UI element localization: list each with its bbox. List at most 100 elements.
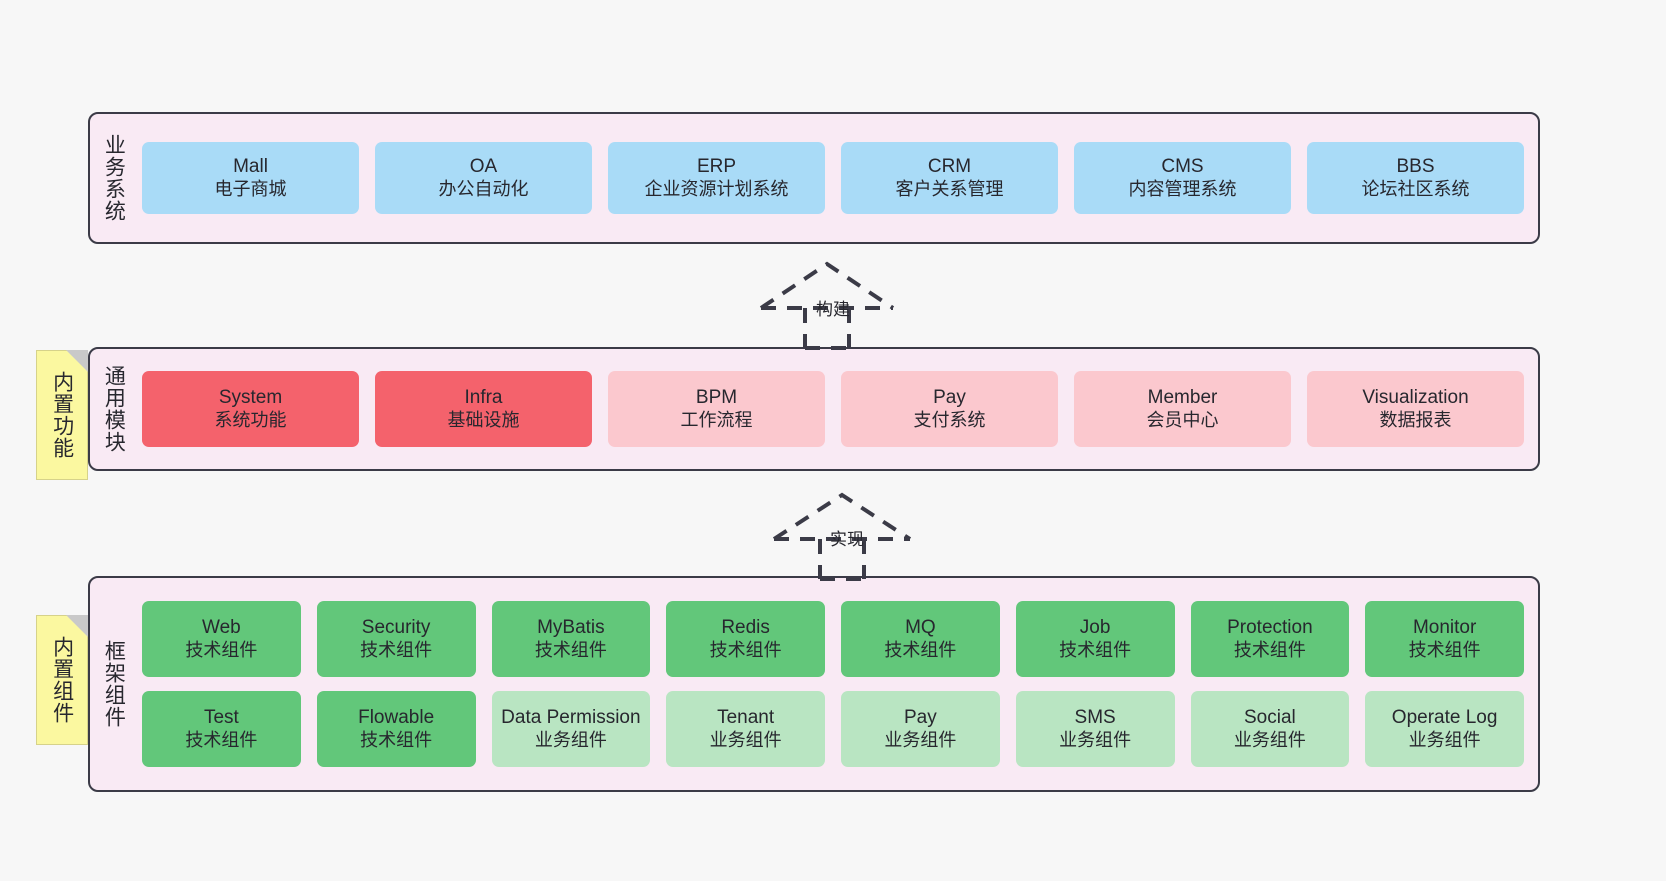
module-card-subtitle: 技术组件 [884,639,957,660]
module-card-sms[interactable]: SMS 业务组件 [1015,691,1175,767]
module-card-protection[interactable]: Protection 技术组件 [1190,601,1350,677]
module-card-title: SMS [1074,707,1116,729]
module-card-title: Test [203,707,239,729]
module-card-subtitle: 电子商城 [214,178,287,199]
section-common-modules: 通用模块 System 系统功能 Infra 基础设施 BPM 工作流程 Pay… [88,347,1540,471]
module-card-title: ERP [696,156,737,178]
section-title-framework-components: 框架组件 [102,640,126,728]
module-card-bpm[interactable]: BPM 工作流程 [608,371,825,447]
module-card-title: Monitor [1412,617,1477,639]
module-card-subtitle: 技术组件 [1408,639,1481,660]
module-card-subtitle: 业务组件 [1233,729,1306,750]
module-card-title: Operate Log [1391,707,1498,729]
connector-build-label: 构建 [816,300,850,319]
module-card-subtitle: 业务组件 [884,729,957,750]
module-card-subtitle: 技术组件 [360,639,433,660]
module-card-title: BPM [695,387,738,409]
module-card-title: Visualization [1362,387,1469,409]
module-card-subtitle: 论坛社区系统 [1361,178,1470,199]
module-card-title: CMS [1161,156,1204,178]
module-card-subtitle: 企业资源计划系统 [644,178,789,199]
module-card-subtitle: 业务组件 [709,729,782,750]
module-card-subtitle: 工作流程 [680,409,753,430]
row: Mall 电子商城 OA 办公自动化 ERP 企业资源计划系统 CRM 客户关系… [142,142,1524,214]
module-card-subtitle: 技术组件 [185,729,258,750]
module-card-flowable[interactable]: Flowable 技术组件 [316,691,476,767]
module-card-subtitle: 客户关系管理 [895,178,1004,199]
module-card-subtitle: 业务组件 [534,729,607,750]
module-card-subtitle: 业务组件 [1059,729,1132,750]
module-card-mall[interactable]: Mall 电子商城 [142,142,359,214]
module-card-subtitle: 业务组件 [1408,729,1481,750]
module-card-subtitle: 技术组件 [1233,639,1306,660]
section-title-common-modules: 通用模块 [102,365,126,453]
module-card-erp[interactable]: ERP 企业资源计划系统 [608,142,825,214]
module-card-tenant[interactable]: Tenant 业务组件 [666,691,825,767]
module-card-subtitle: 数据报表 [1379,409,1452,430]
module-card-title: System [218,387,283,409]
module-card-subtitle: 技术组件 [185,639,258,660]
module-card-member[interactable]: Member 会员中心 [1074,371,1291,447]
module-card-subtitle: 办公自动化 [438,178,529,199]
section-business-systems: 业务系统 Mall 电子商城 OA 办公自动化 ERP 企业资源计划系统 CRM… [88,112,1540,244]
module-card-title: Flowable [358,707,435,729]
module-card-title: Tenant [717,707,775,729]
module-card-pay-business[interactable]: Pay 业务组件 [841,691,1000,767]
module-card-subtitle: 技术组件 [360,729,433,750]
module-card-web[interactable]: Web 技术组件 [142,601,301,677]
module-card-subtitle: 技术组件 [709,639,782,660]
module-card-title: MyBatis [537,617,605,639]
module-card-title: OA [469,156,498,178]
row: Web 技术组件 Security 技术组件 MyBatis 技术组件 Redi… [142,601,1524,677]
note-builtin-components: 内置组件 [36,615,88,745]
module-card-job[interactable]: Job 技术组件 [1015,601,1175,677]
section-framework-components: 框架组件 Web 技术组件 Security 技术组件 MyBatis 技术组件… [88,576,1540,792]
module-card-title: Member [1147,387,1218,409]
module-card-title: BBS [1396,156,1435,178]
module-card-data-permission[interactable]: Data Permission 业务组件 [491,691,651,767]
module-card-system[interactable]: System 系统功能 [142,371,359,447]
module-card-title: Security [361,617,431,639]
module-card-crm[interactable]: CRM 客户关系管理 [841,142,1058,214]
module-card-security[interactable]: Security 技术组件 [316,601,476,677]
module-card-title: CRM [927,156,972,178]
module-card-mybatis[interactable]: MyBatis 技术组件 [491,601,651,677]
module-card-pay[interactable]: Pay 支付系统 [841,371,1058,447]
module-card-subtitle: 技术组件 [534,639,607,660]
connector-implement-label: 实现 [830,530,864,549]
module-card-title: MQ [905,617,936,639]
module-card-title: Mall [233,156,268,178]
module-card-redis[interactable]: Redis 技术组件 [666,601,825,677]
module-card-oa[interactable]: OA 办公自动化 [375,142,592,214]
row: Test 技术组件 Flowable 技术组件 Data Permission … [142,691,1524,767]
module-card-infra[interactable]: Infra 基础设施 [375,371,592,447]
module-card-title: Redis [721,617,770,639]
module-card-title: Data Permission [501,707,641,729]
module-card-mq[interactable]: MQ 技术组件 [841,601,1000,677]
connector-build-arrow [757,258,902,350]
section-title-business-systems: 业务系统 [102,134,126,222]
module-card-title: Pay [904,707,937,729]
module-card-operate-log[interactable]: Operate Log 业务组件 [1365,691,1524,767]
note-builtin-functions: 内置功能 [36,350,88,480]
section-body-common-modules: System 系统功能 Infra 基础设施 BPM 工作流程 Pay 支付系统… [136,349,1538,469]
module-card-title: Web [202,617,241,639]
connector-implement-arrow [770,489,918,581]
module-card-monitor[interactable]: Monitor 技术组件 [1365,601,1524,677]
module-card-subtitle: 系统功能 [214,409,287,430]
module-card-subtitle: 技术组件 [1059,639,1132,660]
module-card-subtitle: 支付系统 [913,409,986,430]
module-card-test[interactable]: Test 技术组件 [142,691,301,767]
module-card-title: Infra [464,387,503,409]
section-body-business-systems: Mall 电子商城 OA 办公自动化 ERP 企业资源计划系统 CRM 客户关系… [136,114,1538,242]
section-body-framework-components: Web 技术组件 Security 技术组件 MyBatis 技术组件 Redi… [136,578,1538,790]
module-card-title: Pay [933,387,966,409]
module-card-visualization[interactable]: Visualization 数据报表 [1307,371,1524,447]
module-card-title: Job [1079,617,1111,639]
module-card-bbs[interactable]: BBS 论坛社区系统 [1307,142,1524,214]
module-card-subtitle: 内容管理系统 [1128,178,1237,199]
row: System 系统功能 Infra 基础设施 BPM 工作流程 Pay 支付系统… [142,371,1524,447]
module-card-social[interactable]: Social 业务组件 [1190,691,1350,767]
module-card-cms[interactable]: CMS 内容管理系统 [1074,142,1291,214]
